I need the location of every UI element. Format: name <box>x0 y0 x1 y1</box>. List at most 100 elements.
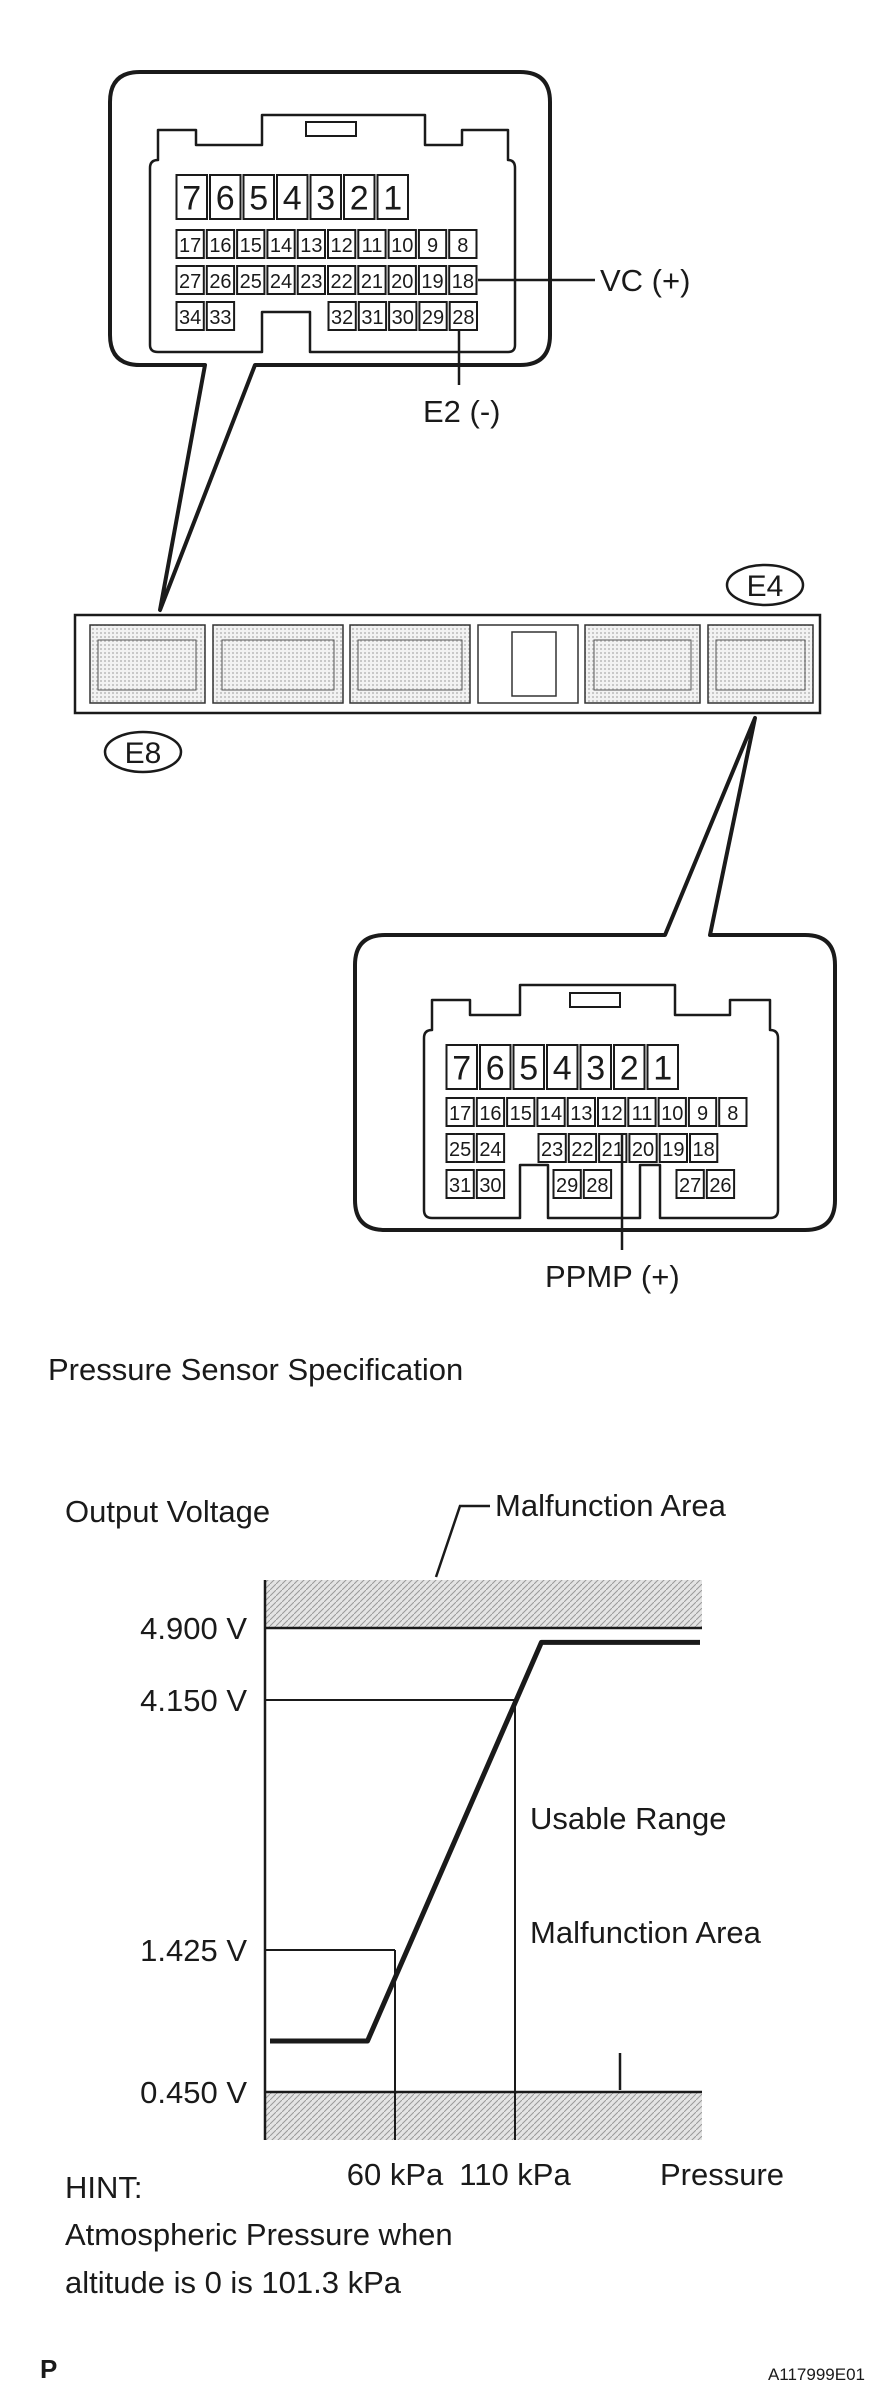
hint-line-1: Atmospheric Pressure when <box>65 2217 453 2252</box>
pin-box <box>205 301 236 331</box>
pin-number: 5 <box>249 179 268 217</box>
x-tick-label: 60 kPa <box>347 2157 444 2192</box>
y-tick-label: 1.425 V <box>140 1933 247 1968</box>
pin-number: 27 <box>179 271 201 293</box>
pin-number: 2 <box>350 179 369 217</box>
pin-number: 12 <box>601 1103 623 1125</box>
pin-number: 9 <box>697 1103 708 1125</box>
pin-number: 21 <box>361 271 383 293</box>
spec-title: Pressure Sensor Specification <box>48 1352 463 1387</box>
page-letter: P <box>40 2354 57 2384</box>
malfunction-band-bottom <box>265 2092 702 2140</box>
pin-box <box>357 265 387 295</box>
pin-box <box>546 1044 579 1090</box>
e4-tag-label: E4 <box>747 570 784 603</box>
pin-number: 7 <box>452 1049 471 1087</box>
pin-number: 12 <box>331 235 353 257</box>
pin-box <box>445 1097 475 1127</box>
ecu-connector-e4 <box>707 624 814 704</box>
pin-number: 4 <box>553 1049 572 1087</box>
pin-number: 29 <box>556 1175 578 1197</box>
pin-box <box>387 265 417 295</box>
pin-number: 16 <box>209 235 231 257</box>
malfunction-area-bottom-label: Malfunction Area <box>530 1915 762 1950</box>
pin-number: 18 <box>693 1139 715 1161</box>
pin-number: 34 <box>179 307 201 329</box>
y-axis-ticks: 4.900 V4.150 V1.425 V0.450 V <box>140 1611 247 2110</box>
e8-tag-label: E8 <box>125 737 162 770</box>
pin-number: 15 <box>240 235 262 257</box>
pin-box <box>418 301 448 331</box>
pin-box <box>327 265 357 295</box>
malfunction-band-top <box>265 1580 702 1628</box>
pin-number: 20 <box>632 1139 654 1161</box>
hint-title: HINT: <box>65 2170 143 2205</box>
pin-box <box>567 1133 598 1163</box>
pin-box <box>236 229 266 259</box>
pin-box <box>448 265 478 295</box>
pin-number: 17 <box>449 1103 471 1125</box>
pin-box <box>475 1133 506 1163</box>
pin-box <box>445 1044 478 1090</box>
pin-number: 21 <box>602 1139 624 1161</box>
ecu-connector-2 <box>212 624 344 704</box>
pin-box <box>175 229 205 259</box>
pin-number: 10 <box>661 1103 683 1125</box>
pin-box <box>343 174 376 220</box>
pin-box <box>675 1169 705 1199</box>
pin-box <box>448 301 479 331</box>
pin-number: 28 <box>452 307 474 329</box>
pin-number: 8 <box>727 1103 738 1125</box>
pin-box <box>445 1133 475 1163</box>
pin-number: 30 <box>392 307 414 329</box>
pin-box <box>175 301 205 331</box>
pressure-spec-section: Pressure Sensor Specification Output Vol… <box>48 1352 784 2300</box>
pin-box <box>417 229 448 259</box>
pin-box <box>417 265 448 295</box>
y-tick-label: 0.450 V <box>140 2075 247 2110</box>
e2-label: E2 (-) <box>423 394 501 429</box>
pin-number: 27 <box>679 1175 701 1197</box>
pin-number: 3 <box>316 179 335 217</box>
pin-number: 24 <box>270 271 292 293</box>
sensor-output-curve <box>270 1639 700 2044</box>
pin-box <box>479 1044 512 1090</box>
pin-number: 15 <box>510 1103 532 1125</box>
pin-box <box>357 301 388 331</box>
y-axis-label: Output Voltage <box>65 1494 270 1529</box>
pin-box <box>475 1169 506 1199</box>
pin-number: 4 <box>283 179 302 217</box>
ecu-connector-3 <box>349 624 471 704</box>
pin-number: 22 <box>331 271 353 293</box>
pin-number: 25 <box>449 1139 471 1161</box>
pin-number: 5 <box>519 1049 538 1087</box>
pin-box <box>658 1133 689 1163</box>
pin-number: 29 <box>422 307 444 329</box>
pin-box <box>327 301 357 331</box>
pin-box <box>646 1044 679 1090</box>
pin-box <box>628 1133 658 1163</box>
pin-box <box>205 229 236 259</box>
pin-number: 7 <box>182 179 201 217</box>
ecu-connector-5 <box>584 624 701 704</box>
pin-number: 24 <box>479 1139 501 1161</box>
pin-box <box>205 265 236 295</box>
pin-number: 19 <box>421 271 443 293</box>
pin-box <box>512 1044 545 1090</box>
pin-number: 32 <box>331 307 353 329</box>
pin-box <box>296 229 327 259</box>
ecu-body: E8 E4 <box>73 563 822 774</box>
pin-number: 3 <box>586 1049 605 1087</box>
pin-number: 33 <box>209 307 231 329</box>
malfunction-top-leader <box>434 1504 490 1578</box>
pin-box <box>689 1133 719 1163</box>
pin-number: 13 <box>570 1103 592 1125</box>
pin-box <box>613 1044 646 1090</box>
